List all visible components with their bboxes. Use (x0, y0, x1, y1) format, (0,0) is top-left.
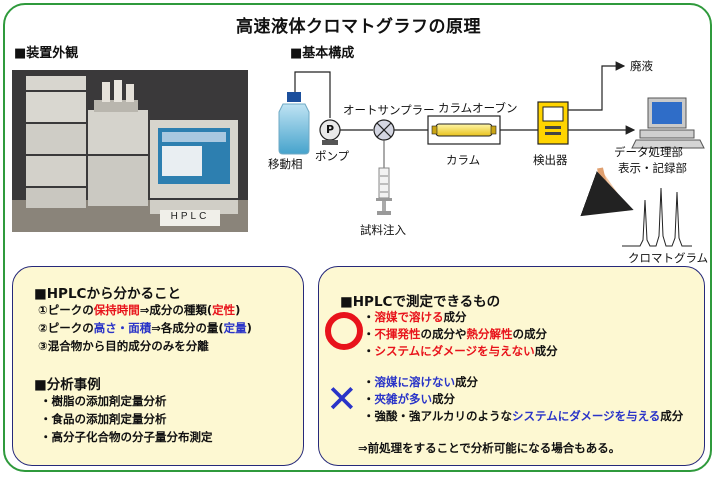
label-autosampler: オートサンプラー (343, 103, 435, 117)
measurable-heading: ■HPLCで測定できるもの (340, 294, 501, 310)
case-item: ・高分子化合物の分子量分布測定 (40, 430, 213, 444)
label-pump: ポンプ (315, 149, 350, 163)
measurable-box (318, 266, 705, 466)
chromatogram-icon (622, 187, 692, 247)
label-mobile-phase: 移動相 (268, 157, 303, 171)
label-column: カラム (446, 153, 481, 167)
circle-ok-icon (325, 312, 363, 350)
info-item-1: ①ピークの保持時間⇒成分の種類(定性) (38, 303, 241, 317)
info-item-3: ③混合物から目的成分のみを分離 (38, 339, 209, 353)
ok-item: ・システムにダメージを与えない成分 (363, 344, 558, 358)
label-waste: 廃液 (630, 59, 653, 73)
ng-item: ・溶媒に溶けない成分 (363, 375, 478, 389)
mobile-phase-bottle-icon (278, 92, 310, 155)
detector-icon (537, 101, 569, 145)
section-config: ■基本構成 (290, 46, 355, 61)
label-sample-injection: 試料注入 (360, 223, 406, 237)
label-column-oven: カラムオーブン (438, 101, 518, 115)
hplc-info-box (12, 266, 304, 466)
label-data-processing: データ処理部 (614, 145, 683, 159)
computer-icon (631, 97, 705, 149)
case-item: ・食品の添加剤定量分析 (40, 412, 167, 426)
pretreatment-note: ⇒前処理をすることで分析可能になる場合もある。 (358, 441, 621, 455)
cross-ng-icon: ✕ (326, 377, 358, 421)
cases-heading: ■分析事例 (34, 377, 101, 393)
label-display-record: 表示・記録部 (618, 161, 687, 175)
autosampler-valve-icon (373, 119, 395, 141)
page-title: 高速液体クロマトグラフの原理 (236, 17, 481, 37)
hplc-photo: HPLC (12, 70, 248, 232)
case-item: ・樹脂の添加剤定量分析 (40, 394, 167, 408)
pump-letter: P (325, 123, 335, 136)
ok-item: ・不揮発性の成分や熱分解性の成分 (363, 327, 547, 341)
label-detector: 検出器 (533, 153, 568, 167)
ok-item: ・溶媒で溶ける成分 (363, 310, 467, 324)
label-chromatogram: クロマトグラム (628, 251, 709, 265)
ng-item: ・強酸・強アルカリのようなシステムにダメージを与える成分 (363, 409, 684, 423)
column-oven-icon (427, 115, 501, 145)
syringe-icon (376, 140, 392, 215)
info-item-2: ②ピークの高さ・面積⇒各成分の量(定量) (38, 321, 252, 335)
hplc-label: HPLC (170, 211, 210, 222)
ng-item: ・夾雑が多い成分 (363, 392, 455, 406)
info-heading: ■HPLCから分かること (34, 286, 181, 302)
section-appearance: ■装置外観 (14, 46, 79, 61)
outer-frame (3, 3, 712, 472)
